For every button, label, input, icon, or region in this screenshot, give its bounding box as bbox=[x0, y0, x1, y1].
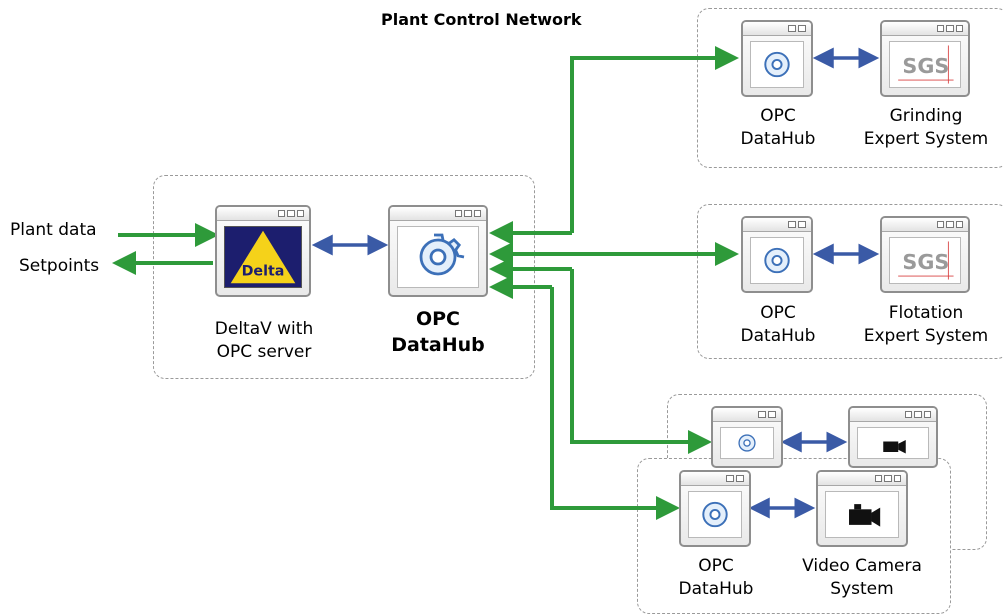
svg-text:SGS: SGS bbox=[902, 250, 949, 274]
grinding-expert-system-window[interactable]: SGS bbox=[880, 20, 970, 97]
sgs-logo-icon: SGS bbox=[898, 241, 954, 280]
deltav-logo-icon: Delta bbox=[230, 230, 296, 284]
deltav-server-window[interactable]: Delta bbox=[215, 205, 311, 297]
svg-text:Delta: Delta bbox=[242, 264, 285, 280]
gear-icon bbox=[738, 434, 756, 452]
grinding-opc-datahub-window[interactable] bbox=[741, 20, 813, 97]
video1-camera-system-window[interactable] bbox=[848, 406, 938, 468]
flotation-expert-system-window[interactable]: SGS bbox=[880, 216, 970, 293]
grinding-system-label: Grinding Expert System bbox=[863, 106, 989, 149]
gear-icon bbox=[419, 233, 465, 276]
gear-icon bbox=[764, 247, 790, 274]
video2-hub-label: OPC DataHub bbox=[678, 556, 754, 599]
flotation-opc-datahub-window[interactable] bbox=[741, 216, 813, 293]
deltav-label: DeltaV with OPC server bbox=[214, 319, 314, 362]
video1-opc-datahub-window[interactable] bbox=[711, 406, 783, 468]
video2-camera-system-window[interactable] bbox=[816, 470, 908, 547]
diagram-title: Plant Control Network bbox=[381, 10, 582, 29]
video-link-2-arrow bbox=[550, 287, 680, 520]
flotation-hub-label: OPC DataHub bbox=[740, 303, 816, 346]
video-camera-icon bbox=[849, 504, 881, 527]
plant-data-label: Plant data bbox=[10, 220, 97, 240]
sgs-logo-icon: SGS bbox=[898, 45, 954, 84]
deltav-logo: Delta bbox=[224, 226, 302, 288]
video-link-1-arrow bbox=[570, 269, 712, 454]
grinding-hub-label: OPC DataHub bbox=[740, 106, 816, 149]
video2-system-label: Video Camera System bbox=[802, 556, 922, 599]
main-opc-datahub-window[interactable] bbox=[388, 205, 488, 297]
svg-text:SGS: SGS bbox=[902, 54, 949, 78]
grinding-link-arrow bbox=[570, 46, 739, 233]
gear-icon bbox=[764, 51, 790, 78]
video-camera-icon bbox=[883, 440, 906, 454]
main-hub-label: OPC DataHub bbox=[391, 308, 485, 356]
video2-opc-datahub-window[interactable] bbox=[679, 470, 751, 547]
setpoints-label: Setpoints bbox=[19, 256, 100, 276]
gear-icon bbox=[702, 501, 728, 528]
flotation-system-label: Flotation Expert System bbox=[863, 303, 989, 346]
